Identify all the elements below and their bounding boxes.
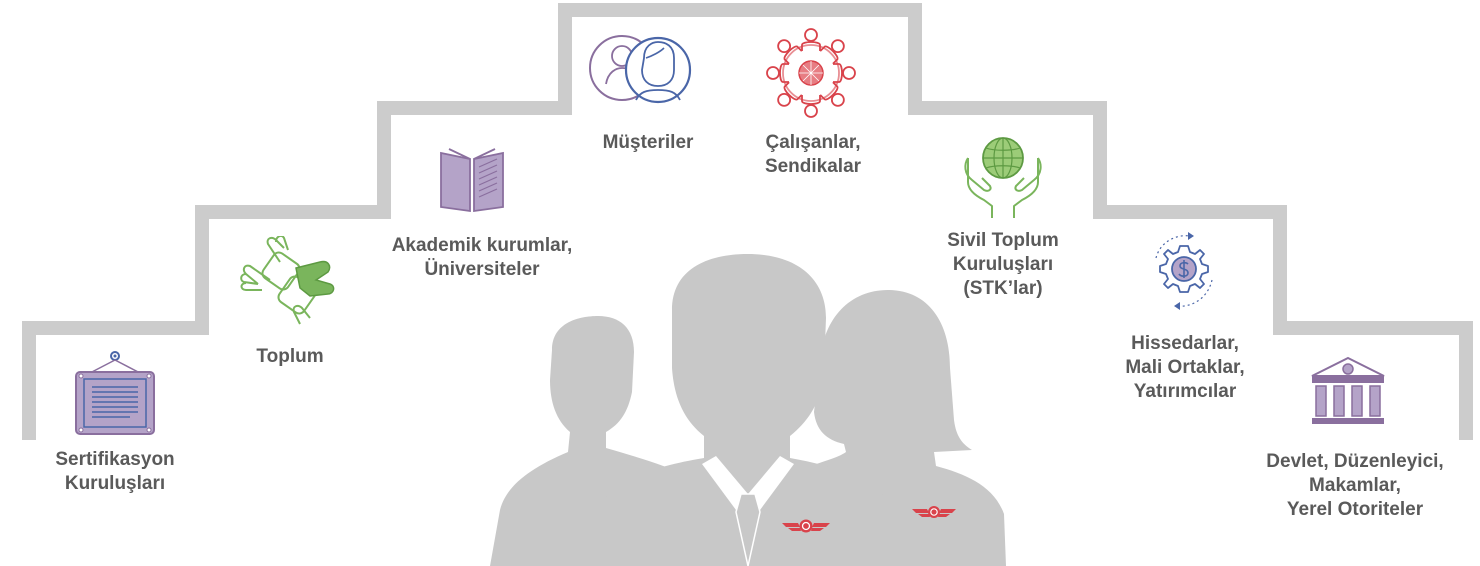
label-line: Hissedarlar, (1131, 333, 1239, 354)
label-line: Kuruluşları (952, 254, 1054, 275)
label-devlet: Devlet, Düzenleyici, Makamlar, Yerel Oto… (1250, 450, 1460, 522)
globe-hands-icon (964, 137, 1042, 218)
label-sertifikasyon: Sertifikasyon Kuruluşları (30, 448, 200, 496)
open-book-icon (440, 148, 504, 213)
label-line: Akademik kurumlar, (391, 235, 573, 256)
government-building-icon (1311, 356, 1385, 424)
people-circle-icon (766, 28, 856, 118)
label-line: Yatırımcılar (1133, 381, 1237, 402)
label-line: Çalışanlar, (765, 132, 861, 153)
label-calisanlar: Çalışanlar, Sendikalar (748, 131, 878, 179)
wing-logo-center (782, 519, 830, 533)
label-stk: Sivil Toplum Kuruluşları (STK’lar) (938, 229, 1068, 301)
label-line: Makamlar, (1309, 475, 1401, 496)
label-line: Yerel Otoriteler (1286, 499, 1424, 520)
label-hissedarlar: Hissedarlar, Mali Ortaklar, Yatırımcılar (1110, 332, 1260, 404)
dollar-sign (1178, 260, 1189, 278)
label-musteriler: Müşteriler (583, 131, 713, 155)
customers-icon (589, 35, 692, 104)
label-line: Sendikalar (764, 156, 862, 177)
label-line: Üniversiteler (424, 259, 540, 280)
stairs-line (22, 3, 1473, 440)
center-person-silhouette (596, 254, 900, 566)
label-line: Toplum (256, 346, 324, 367)
wing-logo-right (912, 506, 956, 518)
joined-hands-icon (240, 236, 335, 325)
label-line: Sivil Toplum (947, 230, 1059, 251)
shirt-collar (702, 456, 794, 510)
label-line: Mali Ortaklar, (1125, 357, 1245, 378)
label-akademik: Akademik kurumlar, Üniversiteler (372, 234, 592, 282)
label-line: Kuruluşları (64, 473, 166, 494)
label-line: Devlet, Düzenleyici, (1266, 451, 1444, 472)
tie (735, 493, 761, 566)
certificate-icon (75, 351, 155, 435)
label-line: (STK’lar) (963, 278, 1043, 299)
label-line: Müşteriler (602, 132, 694, 153)
label-toplum: Toplum (230, 345, 350, 369)
label-line: Sertifikasyon (55, 449, 175, 470)
money-gear-icon (1155, 232, 1213, 310)
